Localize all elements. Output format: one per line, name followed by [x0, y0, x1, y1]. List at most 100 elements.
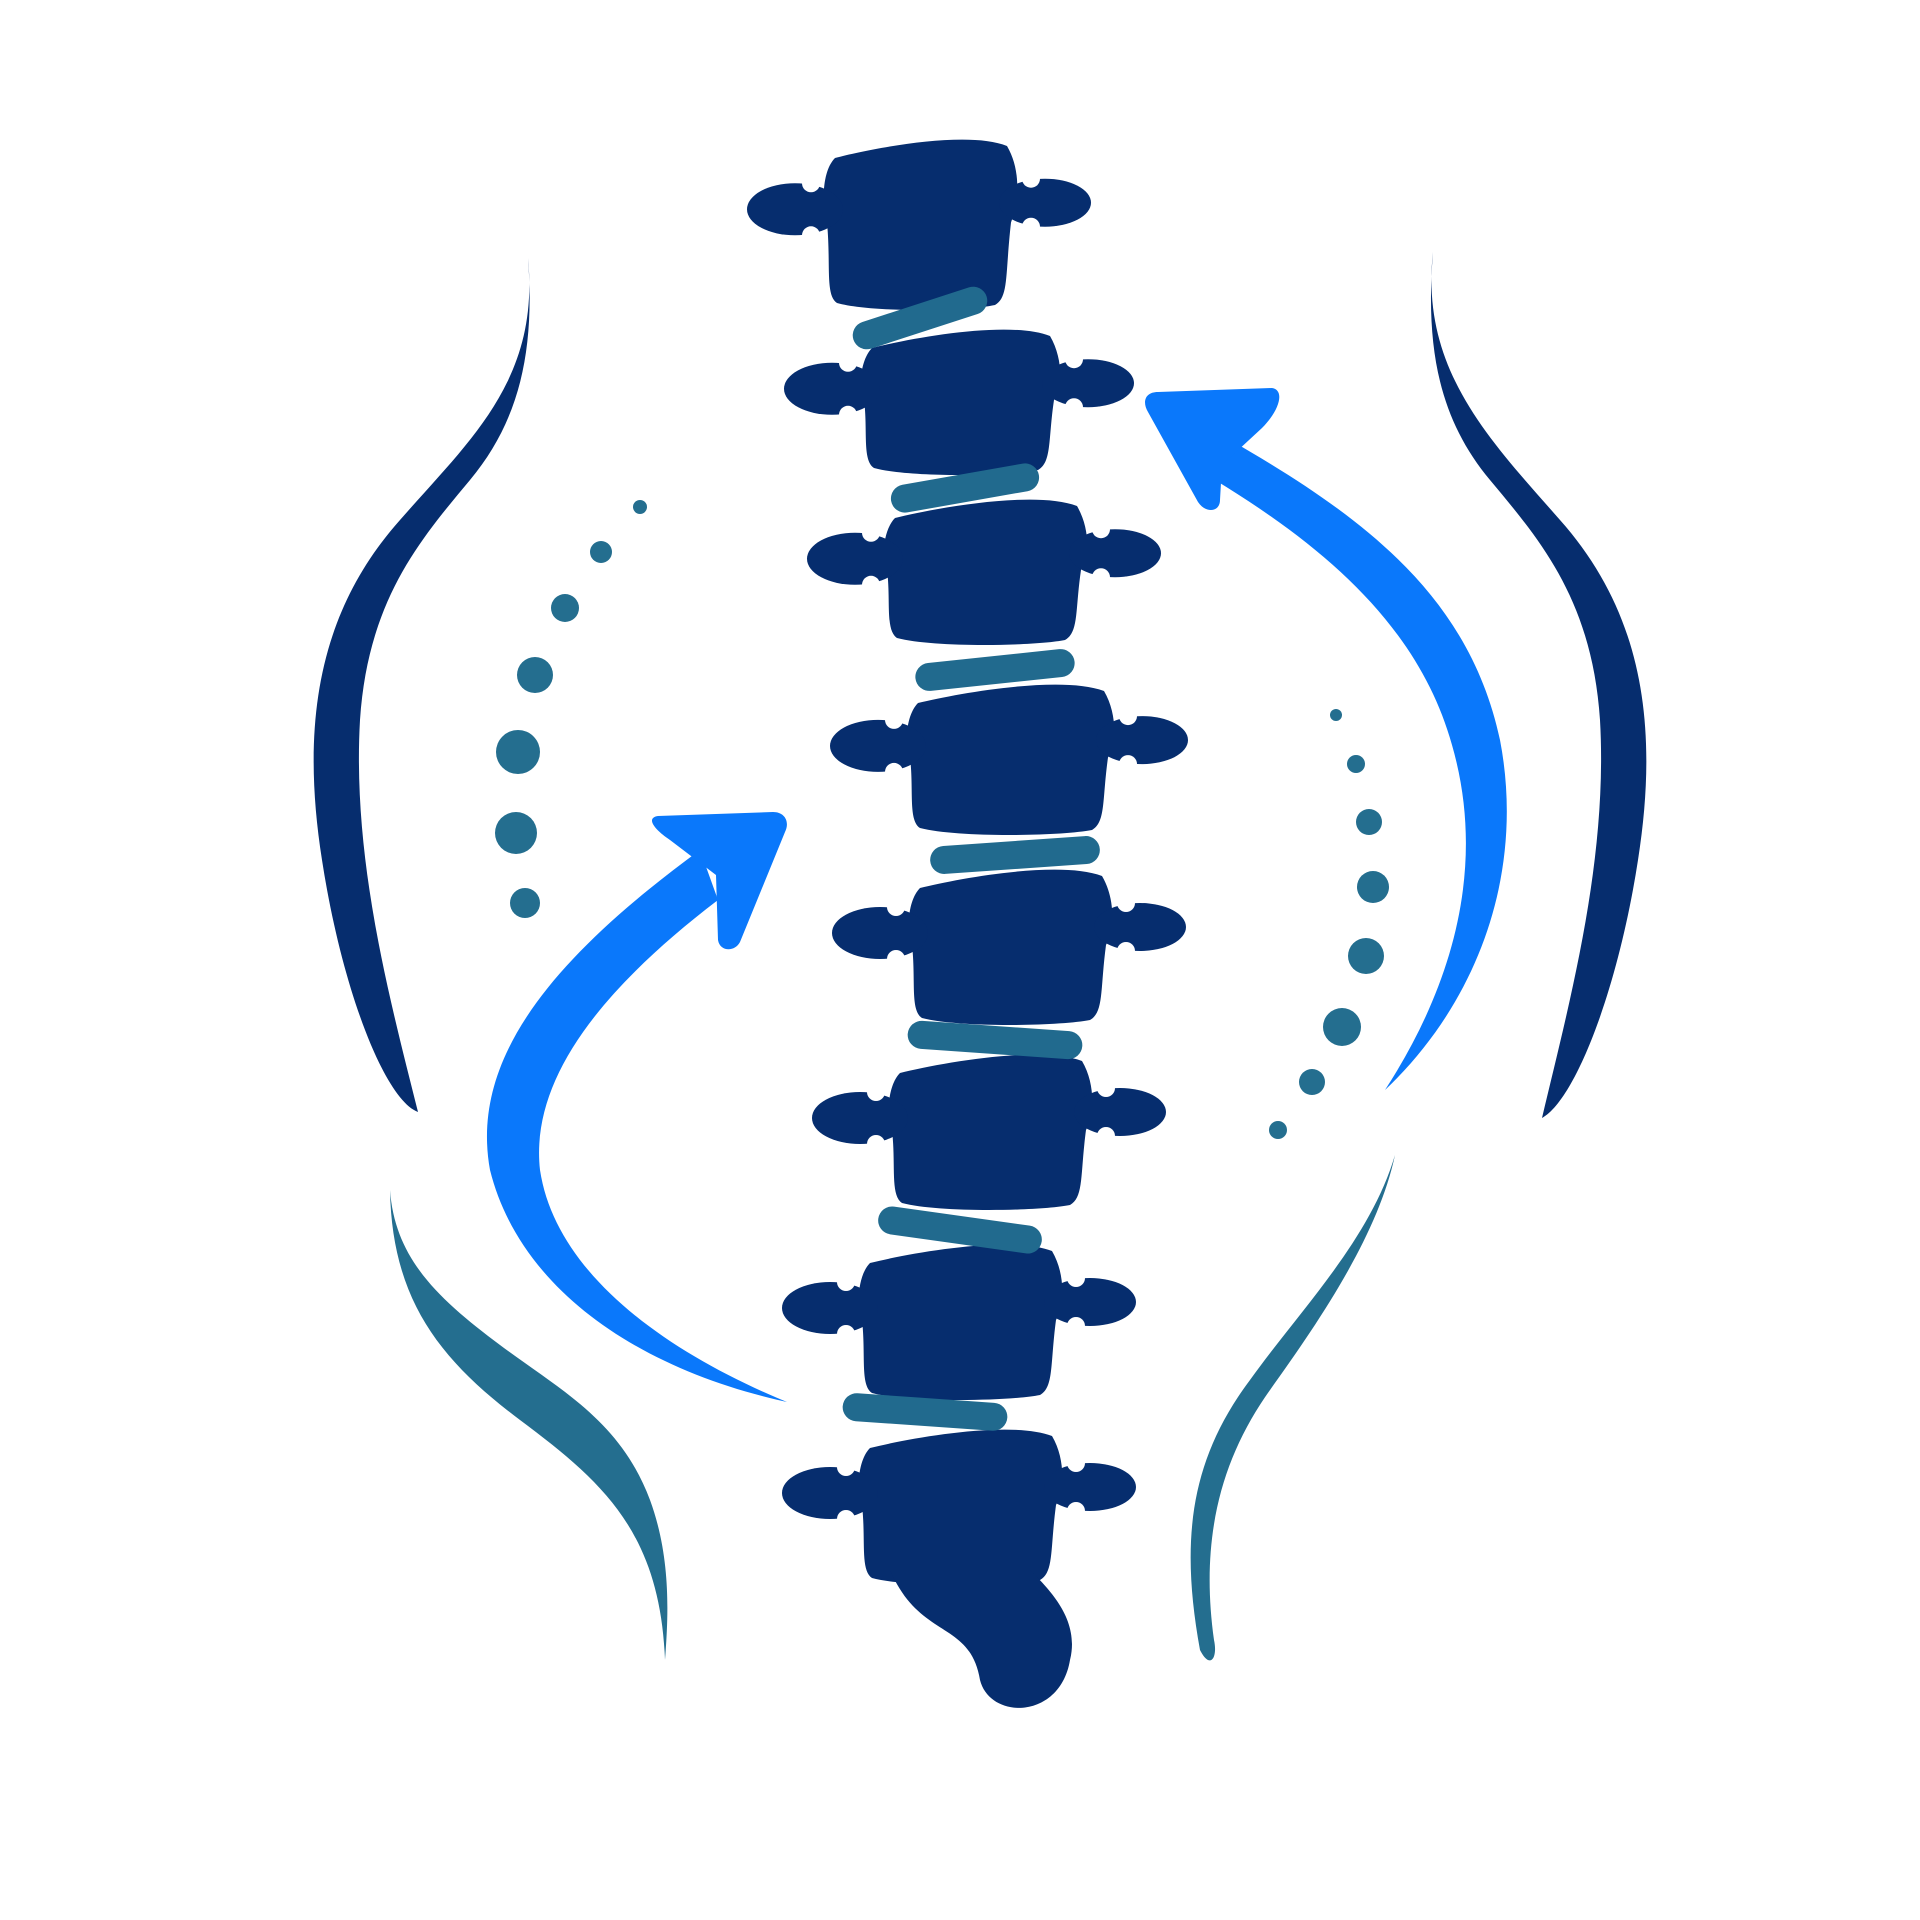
vertebra-notch — [1065, 398, 1083, 417]
vertebra-notch — [837, 1458, 855, 1476]
torso-right-outline — [1430, 252, 1647, 1118]
vertebra-notch — [1119, 755, 1137, 774]
vertebra-notch — [839, 353, 857, 372]
dot — [1330, 709, 1342, 721]
vertebra-process-right — [999, 178, 1091, 227]
vertebra-process-right — [1096, 716, 1188, 765]
dot — [510, 888, 540, 918]
vertebra-notch — [1065, 350, 1083, 369]
vertebra-notch — [1022, 169, 1040, 188]
vertebra-body — [906, 684, 1115, 835]
vertebra-notch — [1067, 1317, 1085, 1335]
vertebra-notch — [1092, 520, 1110, 539]
vertebra-notch — [1067, 1454, 1085, 1472]
intervertebral-disc-icon — [842, 1393, 1008, 1431]
dot — [496, 730, 540, 774]
hip-left-outline — [390, 1190, 668, 1660]
spine-icon — [747, 139, 1188, 1708]
hip-outline-icon — [390, 1155, 1395, 1661]
intervertebral-disc-icon — [878, 1206, 1042, 1254]
vertebra-process-left — [782, 1467, 878, 1519]
vertebra-notch — [1022, 217, 1040, 236]
vertebra-process-right — [1074, 1088, 1166, 1136]
vertebra-notch — [1067, 1269, 1085, 1287]
vertebra-process-right — [1042, 359, 1134, 408]
vertebra-icon — [830, 684, 1188, 835]
vertebra-notch — [867, 1135, 885, 1153]
dot — [1269, 1121, 1287, 1139]
vertebra-notch — [1117, 942, 1135, 960]
vertebra-process-right — [1069, 529, 1161, 578]
curved-arrow-icon — [486, 388, 1507, 1402]
intervertebral-disc-icon — [890, 463, 1040, 513]
dot — [495, 812, 537, 854]
vertebra-notch — [802, 226, 820, 245]
dot — [1348, 938, 1384, 974]
vertebra-process-right — [1094, 903, 1186, 951]
vertebra-icon — [812, 1054, 1166, 1210]
vertebra-notch — [867, 1083, 885, 1101]
vertebra-notch — [837, 1273, 855, 1291]
hip-right-outline — [1190, 1155, 1395, 1661]
vertebra-notch — [862, 523, 880, 542]
vertebra-notch — [885, 762, 903, 781]
vertebra-notch — [887, 898, 905, 916]
vertebra-body — [888, 1054, 1093, 1210]
arrow-right-shaft — [1215, 440, 1507, 1090]
vertebra-notch — [837, 1325, 855, 1343]
dot — [1347, 755, 1365, 773]
vertebra-notch — [887, 950, 905, 968]
intervertebral-disc-icon — [907, 1020, 1083, 1060]
vertebra-notch — [1097, 1127, 1115, 1145]
sacrum-tail — [890, 1570, 1072, 1708]
dotted-arc-icon — [495, 500, 647, 918]
intervertebral-disc-icon — [930, 836, 1100, 874]
vertebra-body — [883, 499, 1088, 645]
dot — [517, 657, 553, 693]
vertebra-body — [860, 329, 1061, 475]
arrow-left-head — [651, 812, 787, 950]
vertebra-body — [858, 1244, 1063, 1400]
dot — [1323, 1008, 1361, 1046]
vertebra-body — [908, 869, 1113, 1025]
vertebra-notch — [1117, 894, 1135, 912]
vertebra-icon — [747, 139, 1091, 310]
vertebra-process-left — [782, 1282, 878, 1334]
vertebra-notch — [862, 575, 880, 594]
vertebra-process-right — [1044, 1463, 1136, 1511]
dot — [633, 500, 647, 514]
vertebra-body — [823, 139, 1018, 310]
vertebra-icon — [782, 1429, 1136, 1708]
vertebra-process-left — [812, 1092, 908, 1144]
vertebra-notch — [1067, 1502, 1085, 1520]
dotted-arc-icon — [1269, 709, 1389, 1139]
intervertebral-disc-icon — [915, 649, 1075, 691]
vertebra-body — [858, 1429, 1063, 1585]
torso-left-outline — [313, 258, 530, 1112]
vertebra-process-left — [784, 362, 880, 415]
vertebra-notch — [1097, 1079, 1115, 1097]
torso-outline-icon — [313, 252, 1647, 1118]
vertebra-notch — [839, 405, 857, 424]
vertebra-notch — [1092, 568, 1110, 587]
dot — [590, 541, 612, 563]
intervertebral-disc-icon — [852, 286, 988, 350]
vertebra-process-left — [830, 719, 926, 772]
vertebra-notch — [837, 1510, 855, 1528]
vertebra-notch — [885, 710, 903, 729]
arrow-left-shaft — [486, 850, 787, 1402]
dot — [551, 594, 579, 622]
vertebra-icon — [832, 869, 1186, 1025]
vertebra-process-left — [747, 183, 843, 236]
vertebra-icon — [782, 1244, 1136, 1400]
dot — [1357, 871, 1389, 903]
vertebra-process-left — [832, 907, 928, 959]
dot — [1299, 1069, 1325, 1095]
vertebra-process-right — [1044, 1278, 1136, 1326]
dot — [1356, 809, 1382, 835]
vertebra-icon — [784, 329, 1134, 475]
vertebra-process-left — [807, 532, 903, 585]
vertebra-notch — [802, 174, 820, 193]
